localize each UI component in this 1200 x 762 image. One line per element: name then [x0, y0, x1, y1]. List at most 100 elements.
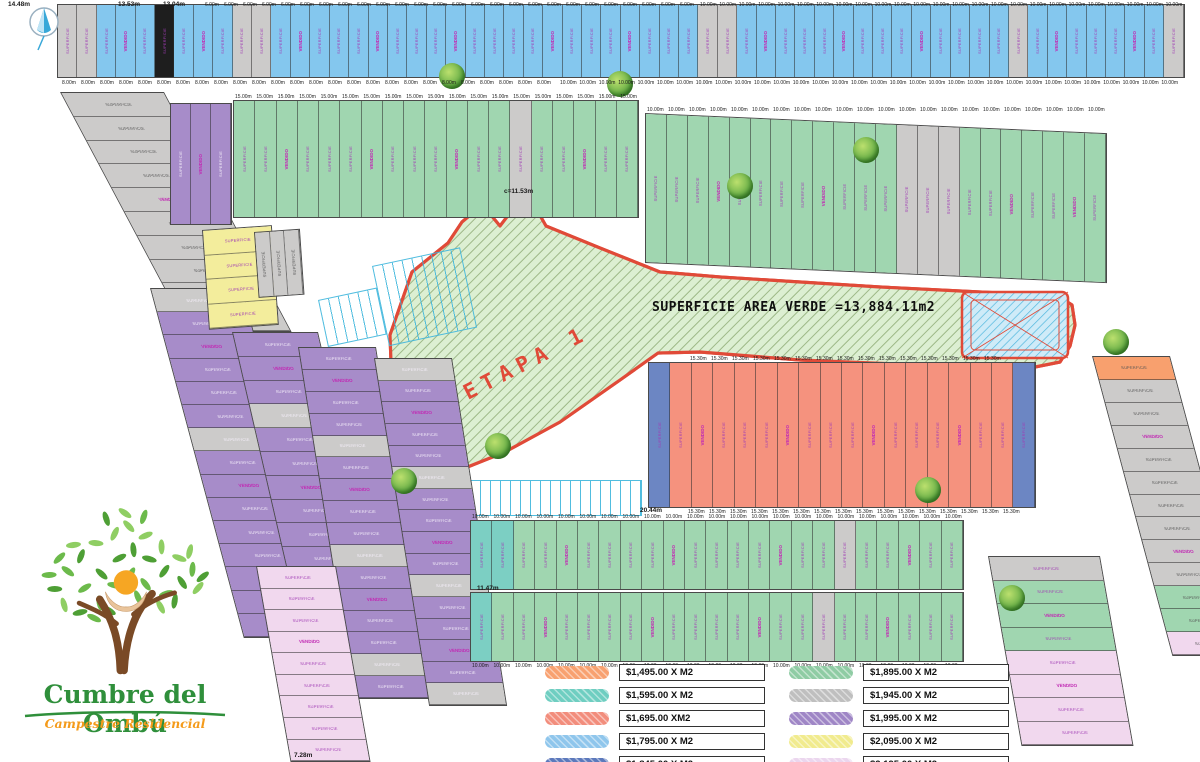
superficie-label: SUPERFICIE — [303, 682, 331, 688]
superficie-label: SUPERFICIE — [999, 421, 1005, 448]
logo-title: Cumbre del Ombú — [43, 680, 207, 738]
vendido-label: VENDIDO — [299, 484, 322, 490]
lot: SUPERFICIE — [820, 363, 842, 507]
lot: SUPERFICIE — [727, 593, 750, 661]
lot: SUPERFICIE — [1117, 448, 1200, 472]
dimension-label: 10.00m — [794, 514, 812, 520]
lot: SUPERFICIE — [504, 5, 524, 77]
superficie-label: SUPERFICIE — [161, 27, 167, 54]
lot: VENDIDO — [1009, 674, 1125, 698]
vendido-label: VENDIDO — [1172, 548, 1195, 554]
superficie-label: SUPERFICIE — [742, 421, 748, 448]
lot: SUPERFICIE — [77, 5, 97, 77]
dimension-label: 10.00m — [1103, 80, 1120, 86]
superficie-label: SUPERFICIE — [326, 145, 332, 172]
superficie-label: SUPERFICIE — [713, 541, 719, 568]
lot: VENDIDO — [574, 101, 596, 217]
legend-row: $2,095.00 X M2 — [789, 733, 1009, 750]
lot: SUPERFICIE — [1043, 131, 1065, 281]
dimension-label: 8.00m — [499, 80, 513, 86]
lot: SUPERFICIE — [980, 128, 1002, 278]
lot: SUPERFICIE — [388, 445, 469, 468]
superficie-label: SUPERFICIE — [288, 596, 316, 602]
lot: SUPERFICIE — [620, 521, 643, 589]
superficie-label: SUPERFICIE — [142, 173, 171, 179]
superficie-label: SUPERFICIE — [433, 27, 439, 54]
dimension-label: 15.30m — [879, 356, 896, 362]
lot: SUPERFICIE — [727, 521, 750, 589]
lot: SUPERFICIE — [737, 5, 757, 77]
superficie-label: SUPERFICIE — [442, 626, 470, 632]
lot: SUPERFICIE — [407, 5, 427, 77]
superficie-label: SUPERFICIE — [316, 27, 322, 54]
superficie-label: SUPERFICIE — [802, 27, 808, 54]
lot: SUPERFICIE — [1085, 133, 1106, 283]
superficie-label: SUPERFICIE — [286, 437, 314, 443]
dimension-label: 15.00m — [598, 94, 616, 100]
dimension-label: 10.00m — [708, 514, 726, 520]
dimension-label: 14.48m — [8, 1, 31, 8]
vendido-label: VENDIDO — [840, 30, 846, 52]
superficie-label: SUPERFICIE — [842, 541, 848, 568]
lot: SUPERFICIE — [834, 593, 857, 661]
dimension-label: 13.04m — [163, 1, 186, 8]
superficie-label: SUPERFICIE — [275, 389, 303, 395]
dimension-label: 6.00m — [680, 2, 694, 8]
sun-icon — [113, 570, 139, 595]
dimension-label: 10.00m — [1126, 2, 1144, 8]
superficie-label: SUPERFICIE — [289, 249, 297, 276]
dimension-label: 15.00m — [577, 94, 595, 100]
tree-icon — [439, 63, 465, 89]
lot: SUPERFICIE — [378, 380, 459, 403]
superficie-label: SUPERFICIE — [820, 541, 826, 568]
lot: SUPERFICIE — [616, 101, 639, 217]
superficie-label: SUPERFICIE — [649, 541, 655, 568]
dimension-label: 8.00m — [138, 80, 152, 86]
lot: SUPERFICIE — [770, 593, 792, 661]
lot: VENDIDO — [446, 5, 466, 77]
lot: SUPERFICIE — [938, 126, 960, 276]
superficie-label: SUPERFICIE — [569, 27, 575, 54]
price-legend: $1,495.00 X M2$1,595.00 X M2$1,695.00 XM… — [545, 664, 1009, 762]
superficie-label: SUPERFICIE — [841, 183, 847, 210]
pool — [960, 290, 1070, 360]
superficie-label: SUPERFICIE — [511, 27, 517, 54]
vendido-label: VENDIDO — [272, 365, 295, 371]
superficie-label: SUPERFICIE — [1032, 565, 1060, 571]
lot: VENDIDO — [949, 363, 971, 507]
legend-price-label: $2,095.00 X M2 — [863, 733, 1009, 750]
vendido-label: VENDIDO — [581, 148, 587, 170]
dimension-label: 15.00m — [449, 94, 466, 100]
lot: SUPERFICIE — [834, 521, 857, 589]
superficie-label: SUPERFICIE — [763, 421, 769, 448]
dimension-label: 15.30m — [730, 509, 747, 515]
legend-color-swatch — [789, 712, 853, 725]
logo-subtitle: Campestre Residencial — [44, 716, 206, 731]
superficie-label: SUPERFICIE — [1050, 192, 1056, 219]
dimension-label: 10.00m — [797, 2, 814, 8]
dimension-label: 10.00m — [1068, 2, 1086, 8]
legend-price-label: $1,845.00 X M2 — [619, 756, 765, 762]
dimension-label: 10.00m — [1006, 80, 1023, 86]
lot: SUPERFICIE — [1105, 402, 1188, 426]
legend-color-swatch — [545, 712, 609, 725]
dimension-label: 15.00m — [406, 94, 423, 100]
dimension-label: 10.00m — [1165, 2, 1183, 8]
dimension-label: 15.00m — [513, 94, 530, 100]
superficie-label: SUPERFICIE — [671, 613, 677, 640]
legend-row: $1,845.00 X M2 — [545, 756, 765, 762]
lot: SUPERFICIE — [679, 5, 699, 77]
lot: SUPERFICIE — [385, 423, 465, 446]
superficie-label: SUPERFICIE — [624, 145, 630, 172]
superficie-label: SUPERFICIE — [280, 413, 308, 419]
dimension-label: 10.00m — [945, 514, 962, 520]
superficie-label: SUPERFICIE — [342, 465, 370, 471]
lot: SUPERFICIE — [1067, 5, 1087, 77]
lot: SUPERFICIE — [1099, 379, 1182, 403]
legend-price-label: $1,895.00 X M2 — [863, 664, 1009, 681]
dimension-label: 10.00m — [902, 514, 919, 520]
salmon-band: SUPERFICIE SUPERFICIE VENDIDO SUPERFICIE SUP… — [648, 362, 1036, 508]
dimension-label: 10.00m — [579, 80, 597, 86]
